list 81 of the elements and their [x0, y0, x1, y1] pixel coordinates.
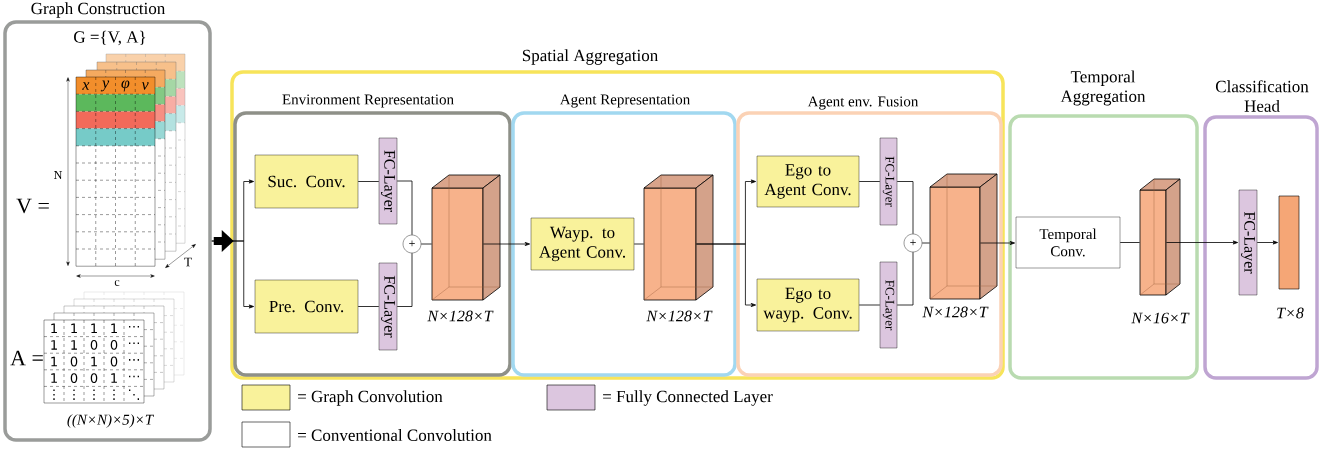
column-label: φ	[121, 80, 130, 92]
column-label: x	[82, 82, 90, 90]
panel-title: Graph Construction	[31, 2, 166, 18]
size-label: N×16×T	[1131, 312, 1190, 324]
equation-label: V =	[16, 198, 49, 214]
equation-label: A =	[10, 350, 43, 366]
matrix-cell: 0	[90, 373, 98, 384]
arrow	[696, 243, 756, 307]
matrix-cell: 1	[111, 373, 117, 383]
size-label: N×128×T	[922, 306, 989, 318]
panel-title: Classification Head	[1215, 80, 1309, 112]
fc-layer-box: FC-Layer	[378, 137, 398, 225]
connector-line	[420, 243, 432, 245]
fc-layer-box: FC-Layer	[1238, 189, 1258, 296]
matrix-cell: 0	[110, 340, 118, 350]
column-label: v	[141, 82, 149, 90]
axis-label: N	[54, 171, 63, 179]
matrix-cell: 1	[51, 340, 57, 350]
size-label: N×128×T	[646, 310, 713, 322]
fc-layer-box: FC-Layer	[378, 262, 398, 351]
matrix-cell: 1	[51, 323, 57, 334]
matrix-cell: ⋮	[113, 389, 115, 400]
conv-box: Ego to wayp. Conv.	[756, 278, 860, 332]
connector-line	[896, 251, 914, 306]
axis-label: T	[184, 257, 192, 267]
matrix-cell: ⋯	[129, 375, 139, 378]
axis-label: c	[114, 280, 120, 286]
panel-title: Agent env. Fusion	[807, 96, 919, 110]
matrix-cell: ⋮	[93, 389, 95, 400]
connector-line	[357, 306, 380, 307]
arrow	[1256, 240, 1278, 245]
matrix-cell: 1	[111, 323, 117, 334]
matrix-cell: 0	[70, 373, 78, 384]
panel-title: Spatial Aggregation	[522, 49, 658, 65]
matrix-cell: ⋮	[53, 389, 55, 400]
matrix-cell: 1	[91, 323, 97, 334]
conv-box: Pre. Conv.	[254, 279, 359, 334]
size-label: N×128×T	[427, 310, 494, 322]
legend-label: = Graph Convolution	[298, 390, 443, 406]
matrix-cell: 1	[71, 323, 77, 334]
matrix-cell: 0	[110, 356, 118, 367]
conv-box: Ego to Agent Conv.	[756, 155, 860, 208]
arrow	[211, 179, 254, 252]
connector-line	[396, 180, 413, 236]
conv-box: Suc. Conv.	[254, 154, 359, 209]
connector-line	[858, 304, 881, 306]
connector-line	[357, 181, 380, 182]
legend-label: = Conventional Convolution	[298, 429, 492, 441]
connector-line	[921, 242, 930, 244]
equation-label: ((N×N)×5)×T	[67, 414, 154, 428]
equation-label: G ={V, A}	[74, 30, 146, 46]
matrix-cell: ⋱	[129, 389, 139, 400]
matrix-cell: ⋯	[129, 325, 139, 328]
matrix-cell: ⋮	[73, 389, 75, 400]
arrow	[211, 240, 254, 309]
matrix-cell: 0	[90, 340, 98, 350]
matrix-cell: 1	[91, 356, 97, 367]
column-label: y	[100, 80, 110, 92]
matrix-cell: 1	[51, 373, 57, 383]
size-label: T×8	[1277, 307, 1304, 319]
fc-layer-box: FC-Layer	[879, 261, 898, 349]
fc-layer-box: FC-Layer	[879, 137, 898, 226]
connector-line	[396, 252, 413, 307]
arrow	[980, 241, 1015, 245]
connector-line	[896, 181, 914, 235]
matrix-cell: 1	[51, 356, 57, 367]
arrow	[1166, 240, 1239, 245]
matrix-cell: ⋯	[129, 359, 139, 361]
matrix-cell: 1	[71, 340, 77, 350]
arrow	[483, 242, 530, 246]
panel-title: Agent Representation	[559, 94, 690, 108]
conv-box: Temporal Conv.	[1015, 216, 1121, 269]
connector-line	[1119, 242, 1140, 243]
connector-line	[858, 181, 881, 182]
legend-label: = Fully Connected Layer	[603, 390, 773, 406]
panel-title: Temporal Aggregation	[1060, 70, 1146, 106]
connector-line	[633, 243, 644, 245]
panel-title: Environment Representation	[282, 94, 454, 108]
matrix-cell: 0	[70, 356, 78, 367]
conv-box: Wayp. to Agent Conv.	[530, 217, 635, 271]
matrix-cell: ⋯	[129, 342, 139, 345]
